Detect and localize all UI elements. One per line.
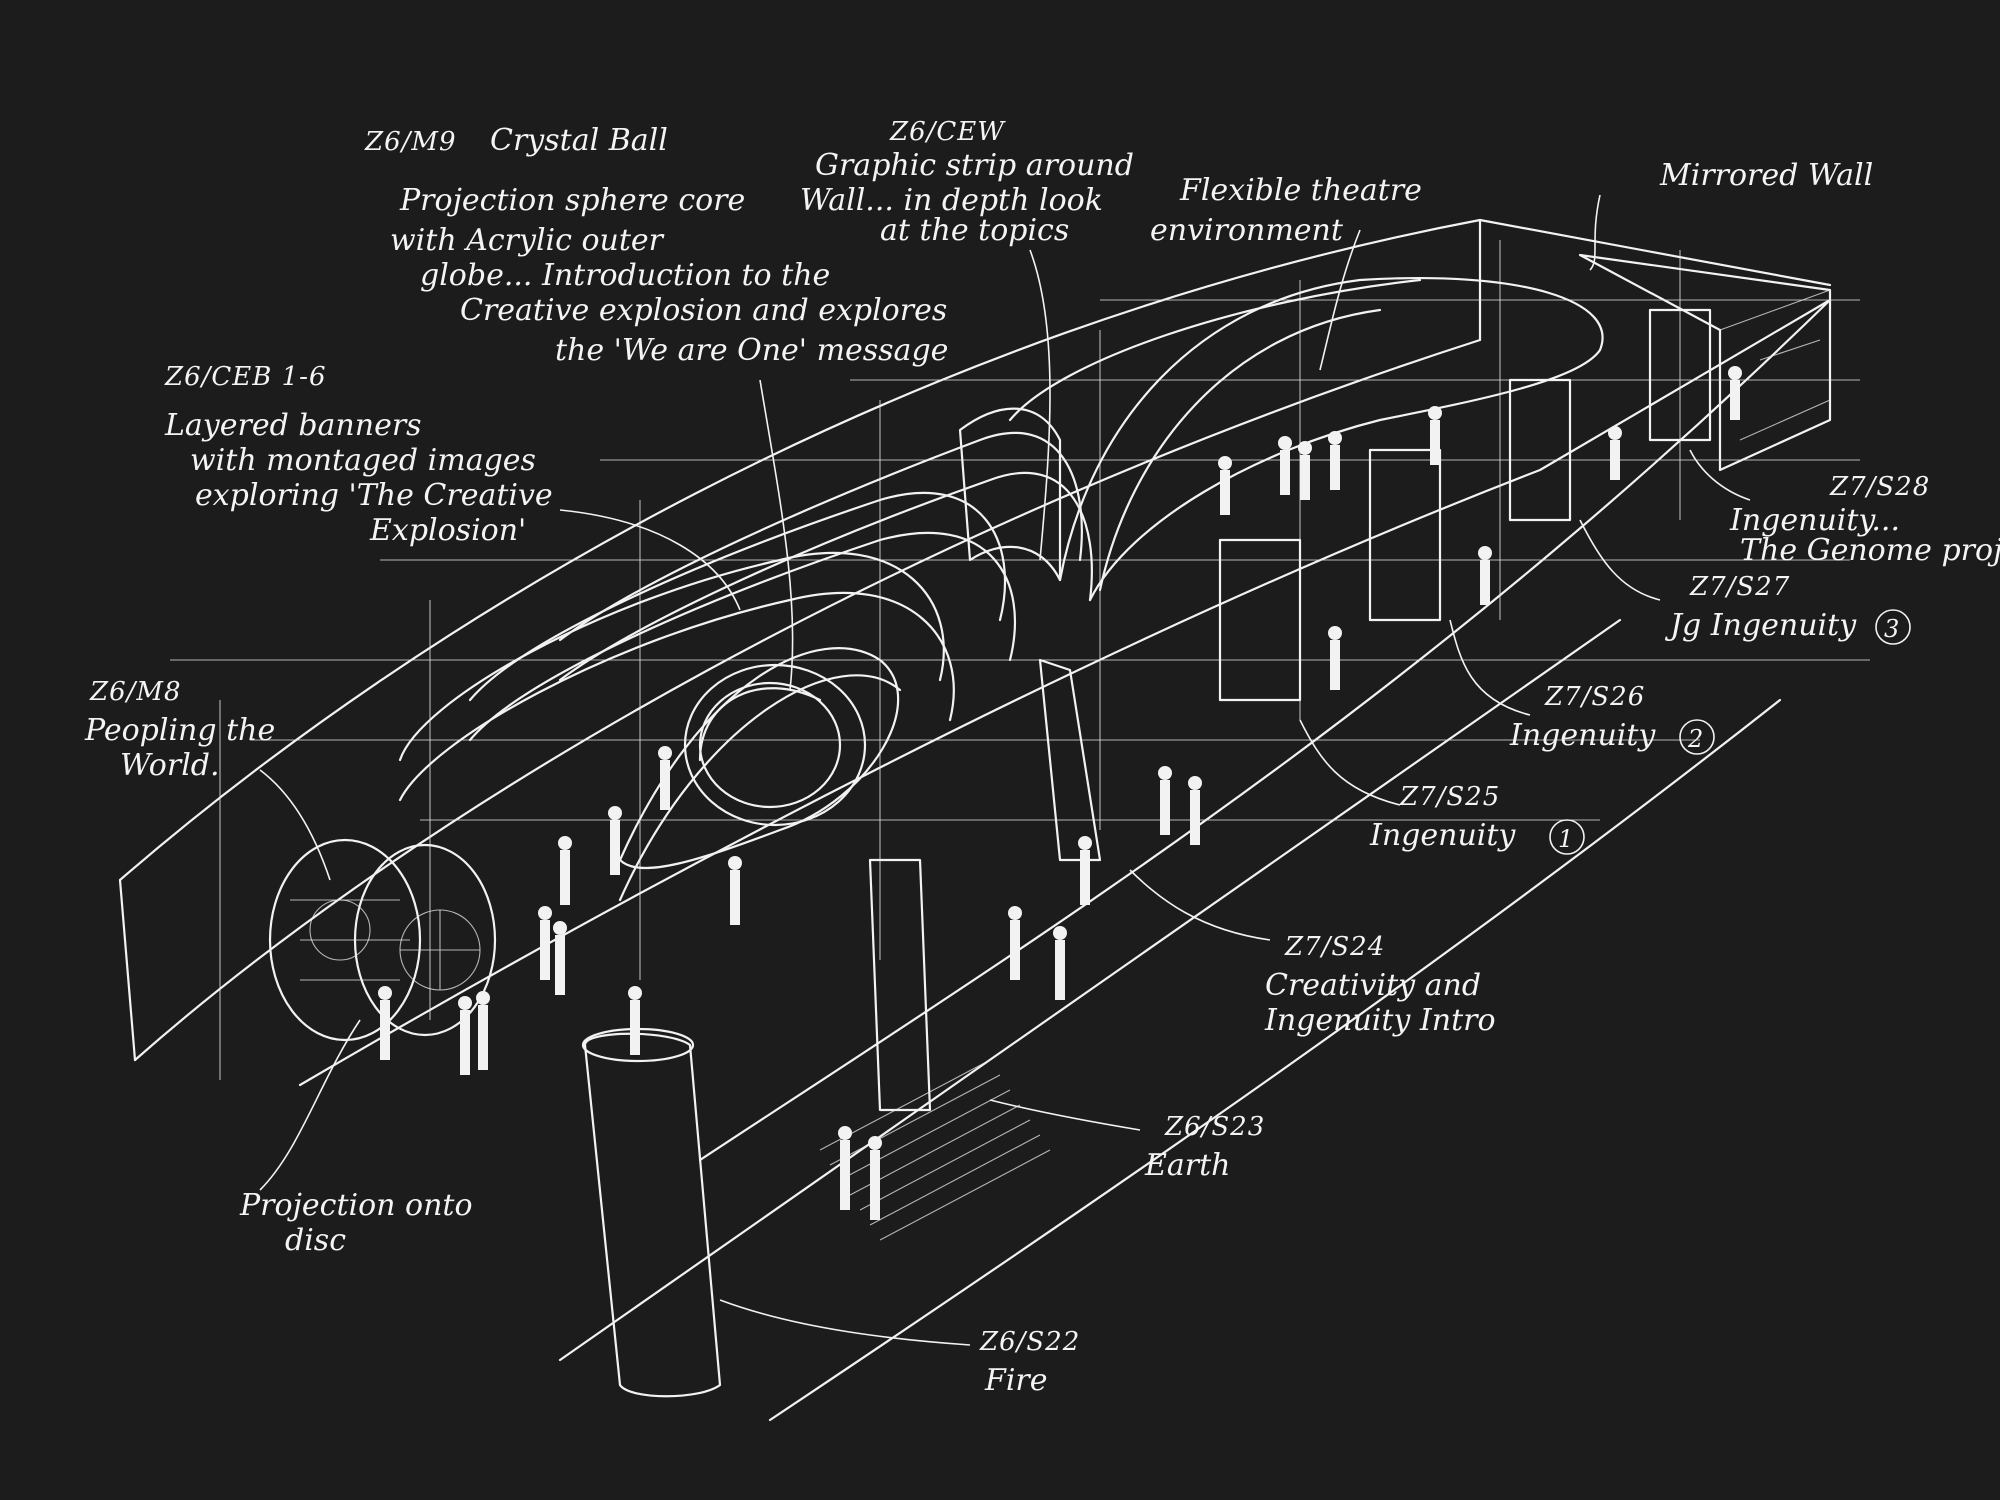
peopling-line: Peopling the [84,713,275,748]
crystal-ball-code: Z6/M9 [364,127,457,157]
crystal-ball-line: with Acrylic outer [390,223,665,258]
annotation-peopling: Z6/M8 Peopling the World. [84,677,275,783]
disc-line: disc [285,1223,346,1258]
cew-code: Z6/CEW [889,117,1006,147]
mirrored-wall-title: Mirrored Wall [1659,158,1873,193]
floor-edge-right [768,698,1782,1422]
crystal-ball-line: the 'We are One' message [555,333,948,368]
s22-title: Fire [984,1363,1048,1398]
ceb-line: with montaged images [190,443,536,478]
s27-badge-circle [1875,609,1911,645]
floor-edge-outer [698,298,1832,1162]
theatre-line: Flexible theatre [1179,173,1422,208]
exhibit-pillars [581,308,1712,1398]
annotation-flexible-theatre: Flexible theatre environment [1150,173,1422,248]
theatre-line: environment [1150,213,1344,248]
s24-line: Creativity and [1265,968,1481,1003]
ceb-line: Explosion' [369,513,526,548]
annotation-s22: Z6/S22 Fire [979,1327,1080,1398]
s23-title: Earth [1144,1148,1231,1183]
layered-banners [398,278,1422,802]
ceb-code: Z6/CEB 1-6 [164,362,326,392]
s27-badge: 3 [1884,615,1899,643]
crystal-ball-line: Creative explosion and explores [460,293,947,328]
crystal-ball-title: Crystal Ball [490,123,668,158]
cew-line: Graphic strip around [815,148,1134,183]
s27-title: Jg Ingenuity [1664,608,1857,643]
peopling-code: Z6/M8 [89,677,182,707]
crystal-ball-sphere [618,647,902,902]
ceb-line: Layered banners [164,408,422,443]
annotation-ceb: Z6/CEB 1-6 Layered banners with montaged… [164,362,553,548]
s23-code: Z6/S23 [1164,1112,1265,1142]
annotations: Z6/M9 Crystal Ball Projection sphere cor… [84,117,2000,1398]
annotation-s24: Z7/S24 Creativity and Ingenuity Intro [1264,932,1496,1038]
annotation-projection-disc: Projection onto disc [239,1188,473,1258]
s26-title: Ingenuity [1509,718,1656,753]
mirrored-wall-box [1578,253,1832,472]
s26-code: Z7/S26 [1544,682,1645,712]
annotation-crystal-ball: Z6/M9 Crystal Ball Projection sphere cor… [364,123,948,368]
crystal-ball-line: globe... Introduction to the [420,258,830,293]
floor-edge-left [298,298,1832,1087]
visitor-figures [378,366,1742,1220]
s24-code: Z7/S24 [1284,932,1385,962]
s25-badge-circle [1549,819,1585,855]
crystal-ball-line: Projection sphere core [399,183,745,218]
annotation-s26: Z7/S26 Ingenuity 2 [1509,682,1715,755]
s28-line: The Genome proje [1740,533,2000,568]
leader-lines [259,194,1751,1346]
annotation-mirrored-wall: Mirrored Wall [1659,158,1873,193]
exhibition-structure [118,218,1870,1422]
annotation-s28: Z7/S28 Ingenuity... The Genome proje [1729,472,2000,568]
s25-code: Z7/S25 [1399,782,1500,812]
annotation-s25: Z7/S25 Ingenuity 1 [1369,782,1585,855]
s25-badge: 1 [1558,825,1573,853]
s27-code: Z7/S27 [1689,572,1790,602]
stair-hatching [819,1059,1051,1241]
floor-edge-mid [558,618,1622,1362]
theatre-curved-wall [1058,277,1604,602]
annotation-s27: Z7/S27 Jg Ingenuity 3 [1664,572,1911,645]
ceb-line: exploring 'The Creative [195,478,553,513]
s22-code: Z6/S22 [979,1327,1080,1357]
cew-line: Wall... in depth look [800,183,1103,218]
cew-line: at the topics [880,213,1069,248]
peopling-line: World. [120,748,220,783]
annotation-cew: Z6/CEW Graphic strip around Wall... in d… [800,117,1134,248]
outer-wall-bottom-edge [133,338,1482,1062]
s25-title: Ingenuity [1369,818,1516,853]
disc-line: Projection onto [239,1188,473,1223]
s28-line: Ingenuity... [1729,503,1900,538]
s26-badge-circle [1679,719,1715,755]
s24-line: Ingenuity Intro [1264,1003,1496,1038]
s26-badge: 2 [1687,725,1703,753]
annotation-s23: Z6/S23 Earth [1144,1112,1265,1183]
s28-code: Z7/S28 [1829,472,1930,502]
projection-disc [268,838,497,1042]
outer-wall-top-edge [118,218,1832,882]
